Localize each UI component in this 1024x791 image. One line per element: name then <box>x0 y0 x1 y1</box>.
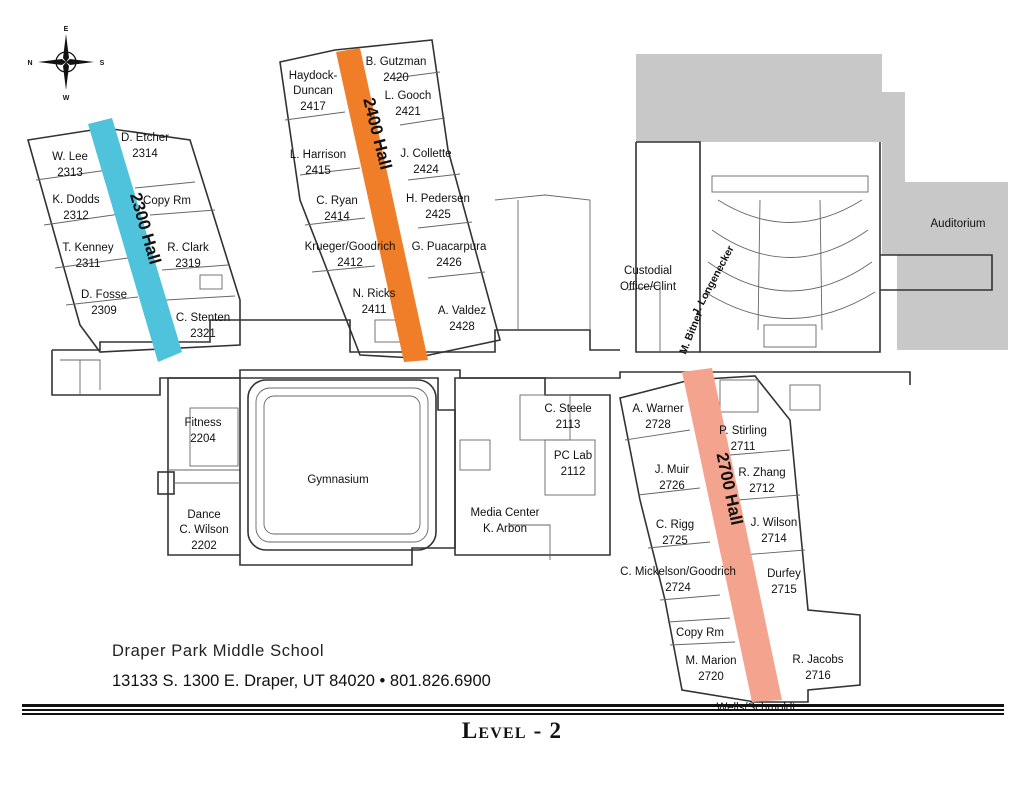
room-auditorium: Auditorium <box>931 218 986 230</box>
room-bitner: M. Bitner <box>677 310 705 356</box>
wing-2400 <box>279 39 501 359</box>
wing-2300 <box>26 127 241 353</box>
room-copy-2300: Copy Rm <box>143 195 191 207</box>
compass-south: S <box>100 60 105 67</box>
room-longenecker: J. Longenecker <box>690 244 737 318</box>
footer-rule-top <box>22 704 1004 707</box>
hall-2700-corridor <box>682 368 782 702</box>
school-address: 13133 S. 1300 E. Draper, UT 84020 • 801.… <box>112 672 491 690</box>
compass-west: W <box>63 95 70 102</box>
main-corridor <box>51 194 911 396</box>
media-center-block <box>454 377 611 560</box>
level-title: Level - 2 <box>461 718 563 743</box>
compass-rose: E W N S <box>27 26 104 102</box>
footer-rule-bottom <box>22 713 1004 715</box>
gym-block <box>157 377 456 566</box>
wing-2700 <box>619 375 861 703</box>
room-copy-2700: Copy Rm <box>676 627 724 639</box>
hall-2400-corridor <box>336 48 428 362</box>
school-name: Draper Park Middle School <box>112 642 325 660</box>
footer-rule-mid <box>22 709 1004 711</box>
compass-east: E <box>64 26 69 33</box>
room-gymnasium: Gymnasium <box>307 474 368 486</box>
compass-north: N <box>27 60 32 67</box>
hall-2300-corridor <box>88 118 182 362</box>
auditorium-area <box>627 54 1008 353</box>
